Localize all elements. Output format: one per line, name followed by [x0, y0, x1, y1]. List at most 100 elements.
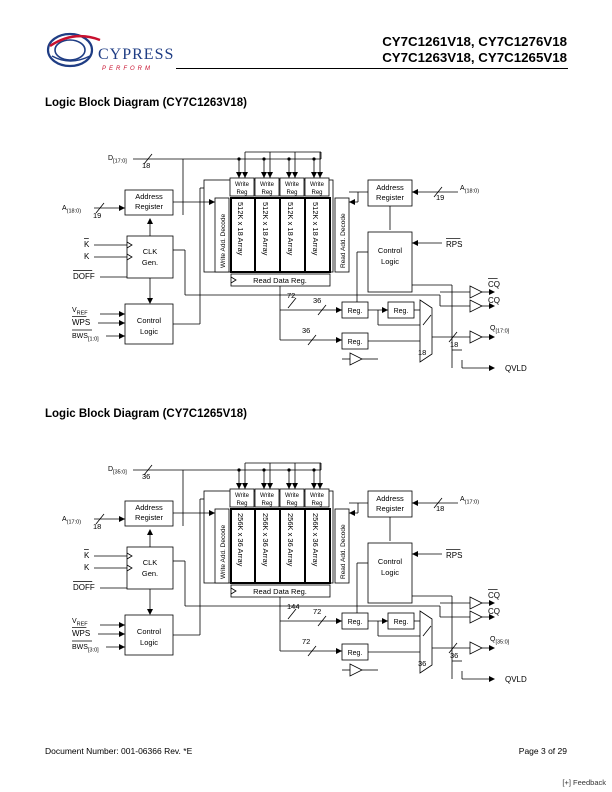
write-reg-label: Write: [260, 493, 275, 499]
reg-label: Reg.: [348, 308, 363, 315]
rps-label: RPS: [446, 551, 462, 560]
write-add-decode-label: Write Add. Decode: [220, 214, 227, 268]
header-rule: [176, 68, 568, 69]
arrow-down-icon: [317, 483, 323, 489]
control-logic-label: Logic: [140, 638, 158, 647]
read-data-reg: [230, 584, 331, 598]
arrow-left-icon: [412, 240, 418, 246]
wire: [317, 615, 327, 627]
output-mux: [419, 299, 433, 363]
arrow-down-icon: [292, 483, 298, 489]
write-reg-label: Write: [260, 182, 275, 188]
wire: [143, 153, 153, 165]
q-bus-label: Q[35:0]: [490, 636, 510, 646]
arrow-right-icon: [382, 307, 388, 313]
arrow-down-icon: [261, 483, 267, 489]
wire: [95, 513, 105, 525]
arrow-right-icon: [119, 622, 125, 628]
diagram-title-1: Logic Block Diagram (CY7C1263V18): [45, 97, 247, 109]
arrow-right-icon: [209, 510, 215, 516]
page-number: Page 3 of 29: [518, 746, 567, 756]
buffer-icon: [349, 352, 363, 366]
control-logic-left: [124, 303, 174, 345]
array-label: 512K x 18 Array: [236, 202, 245, 256]
write-reg-label: Reg: [236, 190, 247, 196]
address-register-right: [367, 179, 413, 207]
address-register-label: Register: [135, 202, 163, 211]
buffer-icon: [469, 285, 483, 299]
wire: [433, 186, 443, 198]
part-line-1: CY7C1261V18, CY7C1276V18: [382, 34, 567, 49]
address-register-label: Register: [376, 504, 404, 513]
wire: [422, 625, 432, 637]
wire: [307, 645, 317, 657]
write-reg-2: [254, 488, 280, 508]
arrow-down-icon: [267, 483, 273, 489]
arrow-right-icon: [119, 311, 125, 317]
control-logic-right: [367, 542, 413, 604]
reg-label: Reg.: [394, 619, 409, 626]
buffer-icon: [349, 663, 363, 677]
reg-label: Reg.: [394, 308, 409, 315]
control-logic-right: [367, 231, 413, 293]
write-reg-3: [279, 488, 305, 508]
write-reg-4: [304, 488, 330, 508]
k-bar-label: K: [84, 240, 90, 249]
brand-name: CYPRESS: [98, 46, 175, 63]
cq-label: CQ: [488, 296, 500, 305]
arrow-right-icon: [119, 205, 125, 211]
cq-label: CQ: [488, 607, 500, 616]
arrow-up-icon: [147, 218, 153, 224]
control-logic-label: Control: [378, 246, 403, 255]
wire: [307, 334, 317, 346]
arrow-right-icon: [336, 648, 342, 654]
wire: [287, 608, 297, 620]
cypress-logo: CYPRESS PERFORM: [44, 26, 174, 78]
write-reg-label: Reg: [311, 190, 322, 196]
arrow-down-icon: [286, 172, 292, 178]
cq-bar-label: CQ: [488, 280, 500, 289]
feedback-link[interactable]: [+] Feedback: [562, 778, 606, 787]
write-reg-2: [254, 177, 280, 197]
bus-width-a: 144: [287, 602, 300, 611]
part-line-2: CY7C1263V18, CY7C1265V18: [382, 50, 567, 65]
reg-label: Reg.: [348, 619, 363, 626]
a-left-width: 18: [93, 522, 101, 531]
junction-dot: [237, 468, 241, 472]
address-register-label: Address: [135, 503, 163, 512]
wire: [230, 587, 237, 595]
arrow-right-icon: [336, 337, 342, 343]
reg-label: Reg.: [348, 339, 363, 346]
output-mux: [419, 610, 433, 674]
reg-label: Reg.: [348, 650, 363, 657]
control-logic-label: Control: [137, 316, 162, 325]
bus-width-d: 18: [418, 348, 426, 357]
write-reg-1: [229, 177, 255, 197]
arrow-right-icon: [489, 365, 495, 371]
wire: [126, 552, 133, 560]
arrow-down-icon: [286, 483, 292, 489]
clk-gen-label: CLK: [143, 558, 158, 567]
k-bar-label: K: [84, 551, 90, 560]
bus-width-e: 36: [450, 651, 458, 660]
buffer-icon: [469, 330, 483, 344]
write-reg-label: Reg: [236, 501, 247, 507]
arrow-right-icon: [119, 631, 125, 637]
write-reg-1: [229, 488, 255, 508]
control-logic-label: Logic: [381, 257, 399, 266]
bus-width-e: 18: [450, 340, 458, 349]
array-label: 512K x 18 Array: [286, 202, 295, 256]
buffer-icon: [469, 596, 483, 610]
array-label: 512K x 18 Array: [261, 202, 270, 256]
a-left-label: A(18:0): [62, 205, 81, 215]
address-register-label: Address: [376, 183, 404, 192]
arrow-left-icon: [412, 189, 418, 195]
arrow-right-icon: [209, 199, 215, 205]
wire: [317, 304, 327, 316]
cypress-globe-icon: [46, 32, 101, 68]
a-right-label: A(17:0): [460, 496, 479, 506]
a-right-width: 19: [436, 193, 444, 202]
arrow-down-icon: [147, 298, 153, 304]
bws-label: BWS[1:0]: [72, 333, 99, 343]
